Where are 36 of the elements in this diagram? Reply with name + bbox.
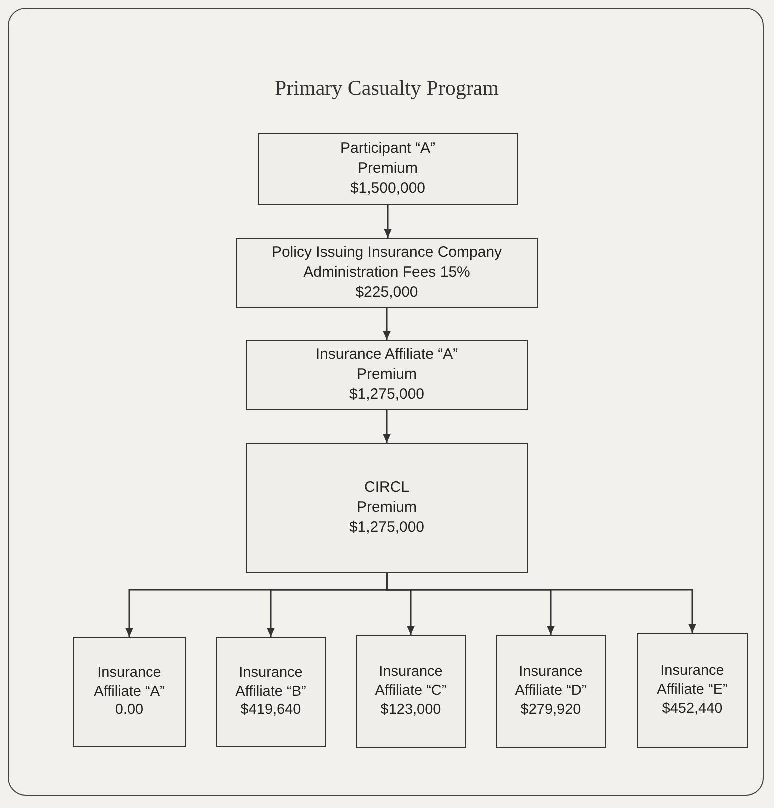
box-text: Insurance Affiliate “E” <box>656 662 729 700</box>
box-text: $1,275,000 <box>349 518 425 538</box>
box-text: CIRCL <box>364 478 410 498</box>
arrow <box>384 205 392 238</box>
box-text: Insurance Affiliate “C” <box>374 663 448 701</box>
box-text: $1,500,000 <box>350 179 426 200</box>
box-text: Participant “A” <box>340 138 436 159</box>
box-text: Premium <box>356 364 417 385</box>
box-text: Insurance Affiliate “D” <box>514 663 588 701</box>
process-box <box>637 633 748 748</box>
box-text: Insurance Affiliate “A” <box>93 664 166 702</box>
box-text: 0.00 <box>115 701 144 720</box>
box-text: Policy Issuing Insurance Company <box>272 242 502 263</box>
box-text: Insurance Affiliate “B” <box>234 664 308 702</box>
process-box <box>246 443 528 573</box>
process-box <box>356 635 466 748</box>
arrow <box>383 308 391 340</box>
box-text: $1,275,000 <box>349 385 425 406</box>
process-box <box>258 133 518 205</box>
box-text: $419,640 <box>240 701 302 720</box>
process-box <box>236 238 538 308</box>
box-text: $279,920 <box>520 700 582 720</box>
box-text: $225,000 <box>356 283 418 304</box>
process-box <box>246 340 528 410</box>
box-text: Administration Fees 15% <box>304 262 470 283</box>
arrow <box>386 573 696 633</box>
diagram-title: Primary Casualty Program <box>274 76 500 101</box>
process-box <box>496 635 606 748</box>
box-text: Premium <box>356 498 417 518</box>
box-text: $452,440 <box>662 700 723 719</box>
process-box <box>216 637 326 747</box>
process-box <box>73 637 186 747</box>
arrow <box>383 410 391 443</box>
box-text: Premium <box>358 158 418 179</box>
box-text: Insurance Affiliate “A” <box>316 344 458 365</box>
box-text: $123,000 <box>380 700 442 720</box>
